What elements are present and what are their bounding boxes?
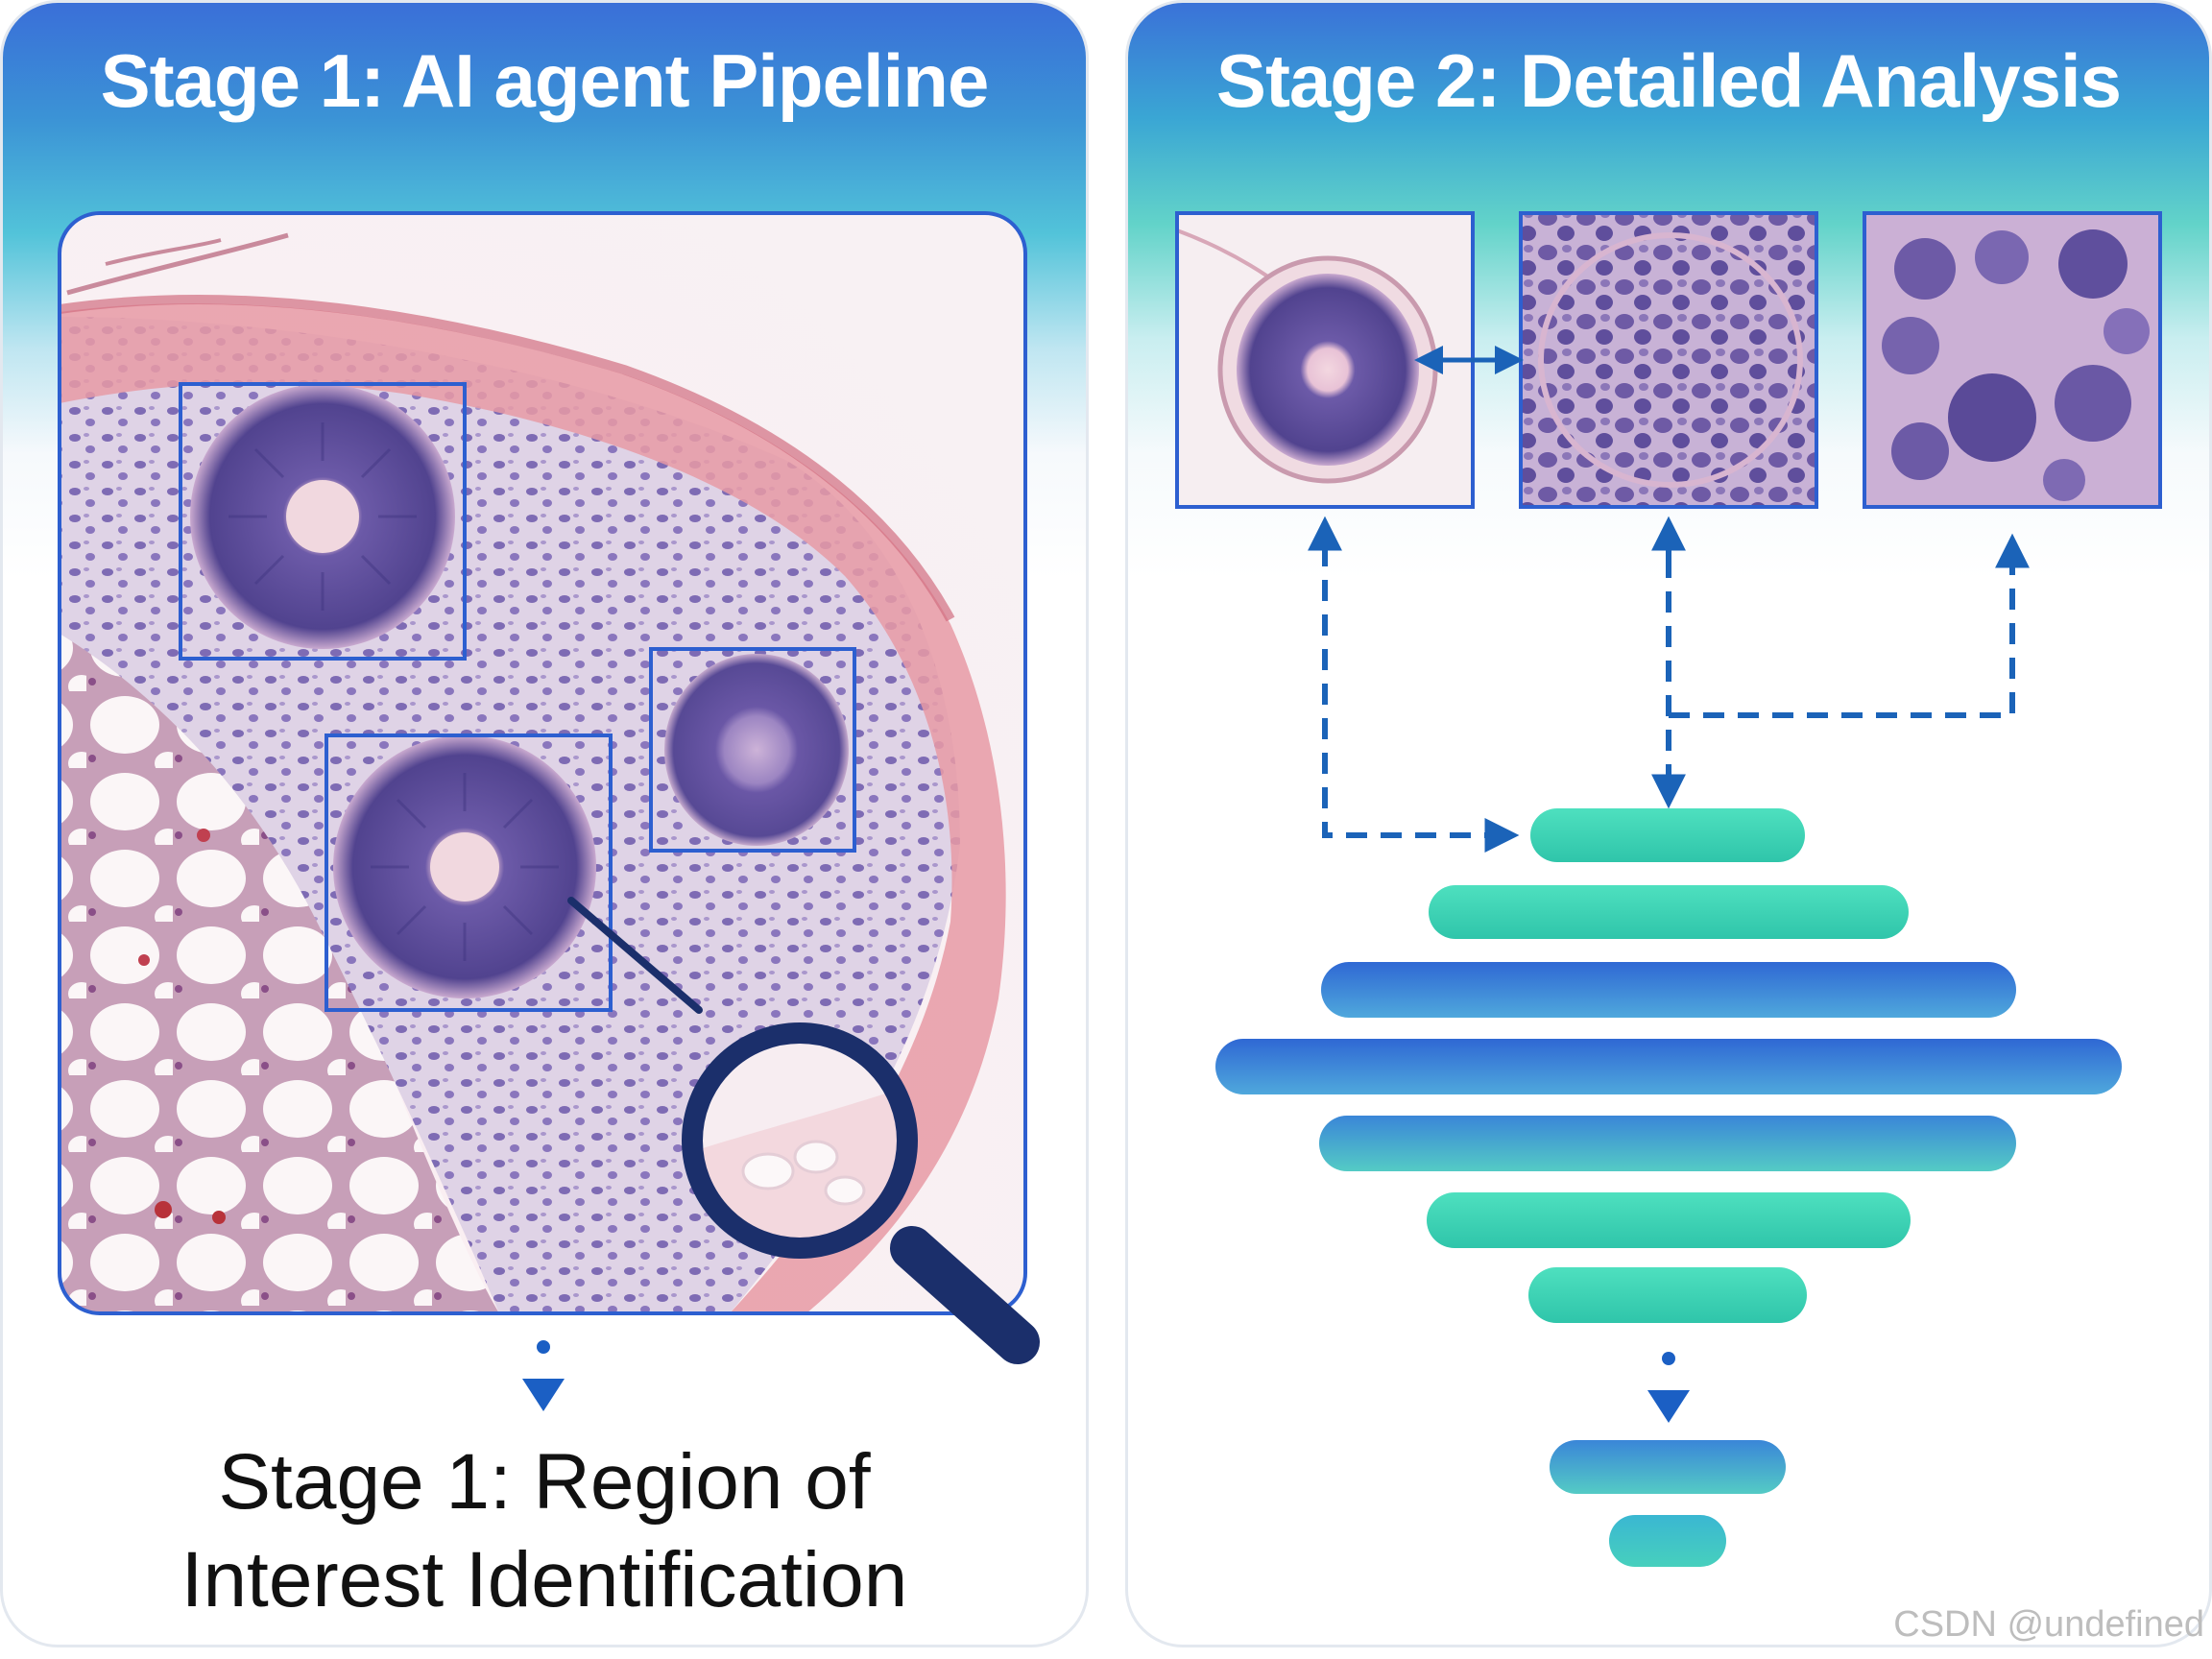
analysis-bar-stack [1215,808,2122,1323]
histology-slide-image [58,211,1027,1315]
dashed-arrow-icon [1308,516,2030,853]
stage-1-title: Stage 1: AI agent Pipeline [100,38,990,123]
bar-3 [1321,962,2016,1018]
bar-6 [1427,1192,1911,1248]
bar-1 [1530,808,1805,862]
down-arrow-icon [522,1340,565,1411]
roi-box-3 [649,647,856,853]
bar-7 [1528,1267,1807,1323]
bar-5 [1319,1116,2016,1171]
detail-thumbnail-3 [1863,211,2162,509]
output-bar-1 [1550,1440,1786,1494]
stage-1-caption-line-2: Interest Identification [180,1536,908,1623]
magnifier-icon [567,897,1040,1364]
stage-1-caption: Stage 1: Region of Interest Identificati… [3,1433,1086,1629]
roi-box-2 [325,733,613,1012]
down-arrow-icon [1647,1352,1690,1423]
detail-thumbnail-2 [1519,211,1818,509]
output-bar-stack [1550,1440,1786,1567]
bar-4 [1215,1039,2122,1094]
bar-2 [1429,885,1909,939]
stage-1-caption-line-1: Stage 1: Region of [218,1438,871,1526]
stage-2-title: Stage 2: Detailed Analysis [1215,38,2122,123]
output-bar-2 [1609,1515,1726,1567]
slide-frame [58,211,1027,1315]
watermark: CSDN @undefined [1893,1604,2204,1645]
roi-box-1 [179,382,467,661]
